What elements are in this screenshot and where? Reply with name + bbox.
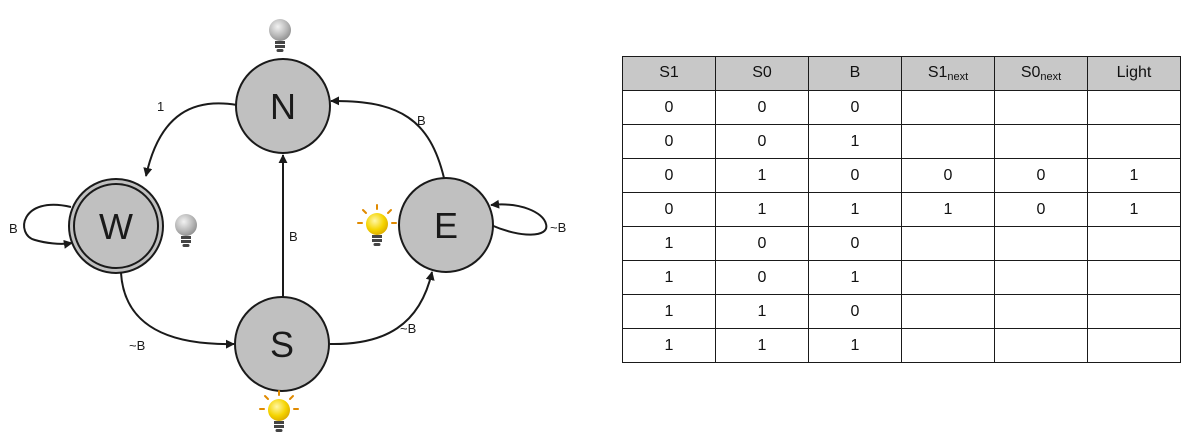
state-n-label: N: [270, 86, 296, 127]
edge-s-to-e: [329, 271, 435, 346]
table-cell: 0: [808, 158, 902, 193]
table-cell: [901, 294, 995, 329]
table-cell: 0: [622, 158, 716, 193]
table-cell: [994, 226, 1088, 261]
table-cell: 1: [808, 328, 902, 363]
table-cell: 0: [808, 226, 902, 261]
table-cell: [901, 260, 995, 295]
table-cell: [1087, 260, 1181, 295]
label-e-self: ~B: [550, 220, 566, 235]
header-s1-next: S1next: [901, 56, 995, 91]
table-cell: 0: [994, 192, 1088, 227]
light-bulb-on-icon: [357, 204, 397, 246]
state-n: N: [235, 58, 331, 154]
state-e: E: [398, 177, 494, 273]
state-w: W: [68, 178, 164, 274]
edge-w-to-s: [120, 272, 235, 349]
table-cell: [994, 260, 1088, 295]
table-cell: 1: [808, 192, 902, 227]
label-s-to-e: ~B: [400, 321, 416, 336]
table-cell: 1: [715, 294, 809, 329]
transition-labels: 1 B B B ~B ~B ~B: [9, 99, 566, 353]
table-cell: 1: [715, 192, 809, 227]
label-e-to-n: B: [417, 113, 426, 128]
table-cell: [1087, 226, 1181, 261]
table-cell: [1087, 294, 1181, 329]
state-diagram: 1 B B B ~B ~B ~B N W E S: [9, 19, 566, 432]
table-cell: 0: [622, 124, 716, 159]
table-cell: 0: [808, 294, 902, 329]
table-cell: [994, 328, 1088, 363]
table-cell: 0: [622, 90, 716, 125]
table-cell: [901, 226, 995, 261]
header-s0: S0: [715, 56, 809, 91]
edge-n-to-w: [143, 102, 238, 177]
table-cell: [901, 90, 995, 125]
light-bulb-off-icon: [269, 19, 291, 52]
state-e-label: E: [434, 205, 458, 246]
light-bulb-off-icon: [175, 214, 197, 247]
label-w-self: B: [9, 221, 18, 236]
table-cell: 0: [994, 158, 1088, 193]
table-cell: 1: [622, 294, 716, 329]
header-b: B: [808, 56, 902, 91]
header-light: Light: [1087, 56, 1181, 91]
table-cell: [901, 124, 995, 159]
table-cell: 1: [622, 226, 716, 261]
table-cell: 1: [901, 192, 995, 227]
table-cell: 0: [715, 260, 809, 295]
table-cell: [994, 124, 1088, 159]
table-cell: 0: [715, 226, 809, 261]
label-n-to-w: 1: [157, 99, 164, 114]
state-w-label: W: [99, 206, 133, 247]
edge-e-self-loop: [490, 199, 548, 236]
table-cell: 0: [622, 192, 716, 227]
table-cell: 1: [1087, 192, 1181, 227]
table-cell: 0: [808, 90, 902, 125]
table-cell: 1: [715, 158, 809, 193]
table-cell: 1: [808, 260, 902, 295]
state-s: S: [234, 296, 330, 392]
table-cell: [994, 90, 1088, 125]
table-cell: 0: [901, 158, 995, 193]
edge-w-self-loop: [23, 203, 73, 249]
light-bulb-on-icon: [259, 390, 299, 432]
table-cell: 0: [715, 124, 809, 159]
table-cell: [1087, 124, 1181, 159]
label-s-to-n: B: [289, 229, 298, 244]
table-cell: 1: [1087, 158, 1181, 193]
truth-table-header-row: S1 S0 B S1next S0next Light: [622, 56, 1181, 91]
header-s1: S1: [622, 56, 716, 91]
table-cell: 1: [808, 124, 902, 159]
state-s-label: S: [270, 324, 294, 365]
table-cell: 0: [715, 90, 809, 125]
table-cell: 1: [715, 328, 809, 363]
header-s0-next: S0next: [994, 56, 1088, 91]
table-cell: [1087, 328, 1181, 363]
table-cell: 1: [622, 328, 716, 363]
table-cell: [901, 328, 995, 363]
label-w-to-s: ~B: [129, 338, 145, 353]
table-cell: [994, 294, 1088, 329]
table-cell: [1087, 90, 1181, 125]
transition-edges: [23, 96, 548, 349]
edge-e-to-n: [330, 96, 445, 179]
table-cell: 1: [622, 260, 716, 295]
